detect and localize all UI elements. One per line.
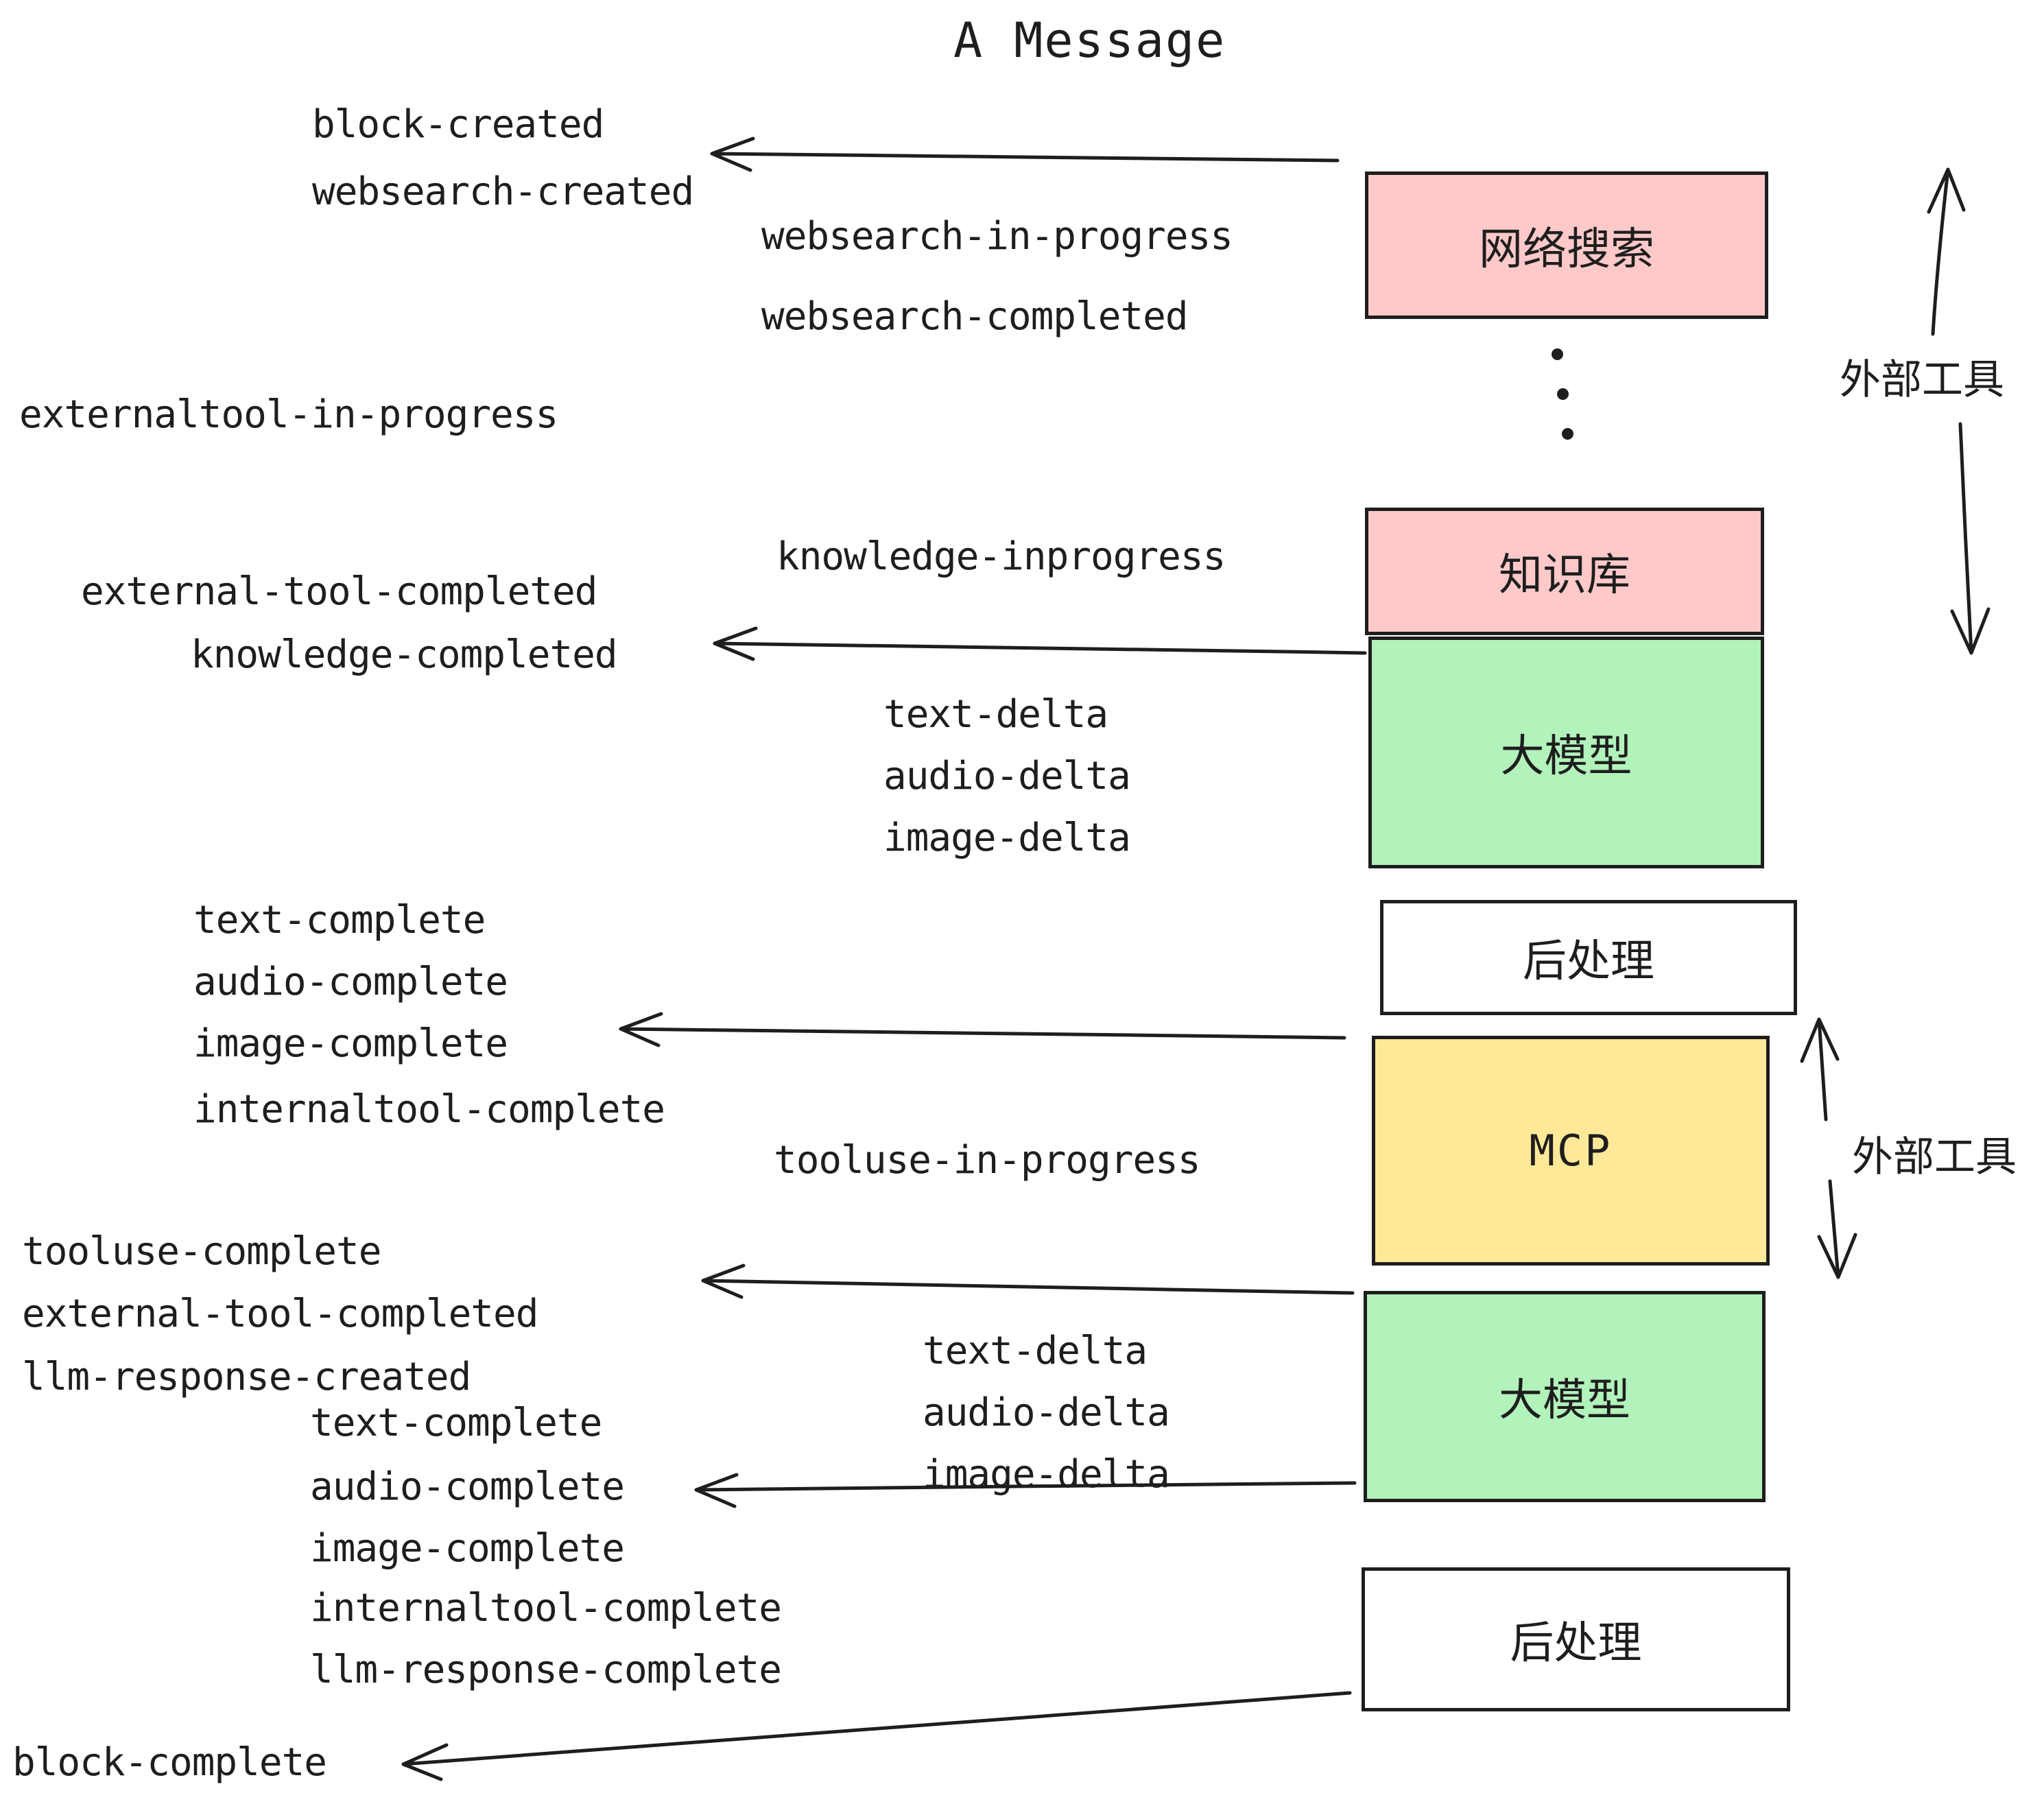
box-postprocess-bottom: 后处理 xyxy=(1362,1567,1790,1711)
diagram-title: A Message xyxy=(953,12,1226,69)
event-internaltool-complete-1: internaltool-complete xyxy=(193,1087,665,1132)
box-llm-bottom-label: 大模型 xyxy=(1499,1375,1630,1425)
event-knowledge-completed: knowledge-completed xyxy=(191,632,618,677)
ellipsis-dot xyxy=(1552,348,1563,360)
arrow-mcp-external-up xyxy=(1800,1017,1840,1121)
annotation-external-tools-top: 外部工具 xyxy=(1840,357,2004,403)
event-text-delta-2: text-delta xyxy=(923,1329,1148,1373)
annotation-external-tools-mid: 外部工具 xyxy=(1852,1134,2017,1180)
box-mcp-label: MCP xyxy=(1529,1126,1613,1176)
arrow-mcp-to-tooluse-complete xyxy=(701,1263,1355,1299)
box-websearch: 网络搜索 xyxy=(1365,171,1768,319)
event-image-complete-1: image-complete xyxy=(193,1021,508,1066)
event-audio-delta-1: audio-delta xyxy=(883,754,1131,798)
box-knowledge-base-label: 知识库 xyxy=(1499,550,1630,600)
event-internaltool-complete-2: internaltool-complete xyxy=(310,1586,782,1630)
event-external-tool-completed-1: external-tool-completed xyxy=(81,569,597,614)
event-audio-delta-2: audio-delta xyxy=(923,1390,1170,1435)
event-externaltool-in-progress: externaltool-in-progress xyxy=(19,392,558,437)
event-websearch-completed: websearch-completed xyxy=(761,294,1189,339)
ellipsis-dot xyxy=(1562,428,1573,440)
arrow-external-tools-down xyxy=(1950,422,1990,655)
arrow-mcp-external-down xyxy=(1817,1179,1857,1279)
box-postprocess-bottom-label: 后处理 xyxy=(1510,1618,1642,1667)
event-image-complete-2: image-complete xyxy=(310,1526,625,1571)
arrow-external-tools-up xyxy=(1927,167,1966,336)
box-postprocess-top: 后处理 xyxy=(1380,900,1797,1015)
box-llm-bottom: 大模型 xyxy=(1364,1291,1766,1502)
event-websearch-created: websearch-created xyxy=(312,169,694,214)
event-block-complete: block-complete xyxy=(12,1740,327,1785)
ellipsis-dot xyxy=(1557,388,1569,400)
event-knowledge-inprogress: knowledge-inprogress xyxy=(776,534,1226,579)
event-llm-response-complete: llm-response-complete xyxy=(310,1648,782,1692)
box-llm-top: 大模型 xyxy=(1368,637,1764,868)
box-websearch-label: 网络搜索 xyxy=(1479,224,1654,274)
event-audio-complete-1: audio-complete xyxy=(193,960,508,1004)
event-text-complete-1: text-complete xyxy=(193,898,486,942)
arrow-postprocess-to-block-complete xyxy=(401,1691,1352,1781)
event-audio-complete-2: audio-complete xyxy=(310,1464,625,1509)
box-knowledge-base: 知识库 xyxy=(1365,508,1764,635)
event-websearch-in-progress: websearch-in-progress xyxy=(761,214,1233,259)
event-tooluse-in-progress: tooluse-in-progress xyxy=(774,1138,1201,1183)
arrow-postprocess-to-complete xyxy=(619,1012,1346,1047)
box-mcp: MCP xyxy=(1372,1036,1770,1266)
event-external-tool-completed-2: external-tool-completed xyxy=(22,1292,538,1336)
box-postprocess-top-label: 后处理 xyxy=(1523,936,1654,986)
arrow-websearch-to-created xyxy=(710,137,1340,172)
event-llm-response-created: llm-response-created xyxy=(22,1355,471,1399)
event-text-complete-2: text-complete xyxy=(310,1401,602,1445)
event-image-delta-2: image-delta xyxy=(923,1452,1170,1497)
event-block-created: block-created xyxy=(312,102,604,147)
event-text-delta-1: text-delta xyxy=(883,692,1108,737)
event-image-delta-1: image-delta xyxy=(883,816,1131,860)
arrow-knowledge-to-completed xyxy=(713,626,1367,661)
event-tooluse-complete: tooluse-complete xyxy=(22,1229,381,1274)
box-llm-top-label: 大模型 xyxy=(1500,731,1632,781)
